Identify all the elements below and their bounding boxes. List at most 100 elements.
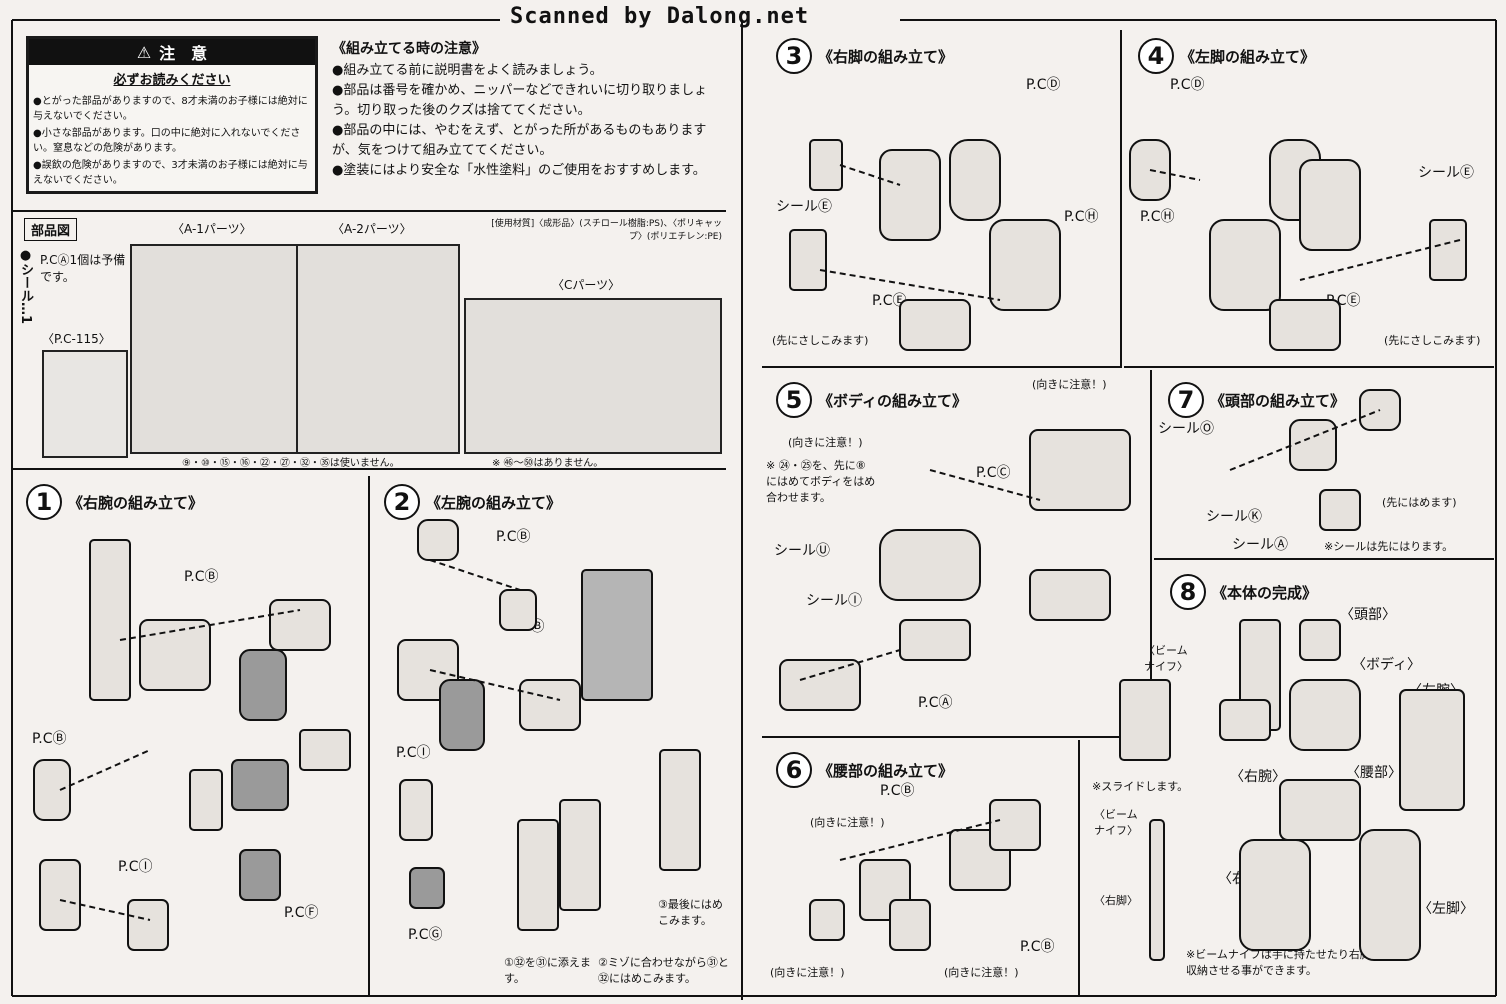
right-leg-label: 〈右脚〉 [1218, 871, 1274, 887]
section-8-panel: 8 《本体の完成》 〈頭部〉 〈ボディ〉 〈左腕〉 〈右腕〉 〈腰部〉 〈右脚〉… [1082, 562, 1494, 996]
warning-icon: ⚠ [136, 42, 152, 62]
c-label: 〈Cパーツ〉 [552, 278, 621, 292]
a1-label: 〈A-1パーツ〉 [172, 222, 252, 236]
notes-item: ●部品は番号を確かめ、ニッパーなどできれいに切り取りましょう。切り取った後のクズ… [332, 83, 708, 118]
step-number: 7 [1168, 382, 1204, 418]
section-title: 《右脚の組み立て》 [818, 47, 954, 66]
pc-label: P.CⒸ [976, 465, 1011, 481]
pc-label: P.CⒽ [1140, 209, 1175, 225]
notes-item: ●塗装にはより安全な「水性塗料」のご使用をおすすめします。 [332, 163, 706, 178]
step-note: ②ミゾに合わせながら㉛と㉜にはめこみます。 [598, 956, 729, 985]
step-number: 6 [776, 752, 812, 788]
section-3-panel: 3 《右脚の組み立て》 P.CⒹ P.CⒽ P.CⒺ シールⒺ (先にさしこみま… [762, 30, 1122, 368]
right-leg-label: 〈右脚〉 [1094, 894, 1138, 907]
seal-label: シールⒶ [1232, 537, 1288, 553]
step-number: 5 [776, 382, 812, 418]
pc-label: P.CⒷ [510, 619, 545, 635]
pc-label: P.CⒺ [1326, 293, 1361, 309]
caution-title: 注 意 [159, 44, 208, 63]
step-number: 3 [776, 38, 812, 74]
pc-label: P.CⒷ [496, 529, 531, 545]
section-2-panel: 2 《左腕の組み立て》 P.CⒷ P.CⒷ P.CⒾ P.CⒼ ①㉜を㉛に添えま… [372, 476, 729, 996]
caution-item: ●誤飲の危険がありますので、3才未満のお子様には絶対に与えないでください。 [33, 160, 308, 186]
section-6-panel: 6 《腰部の組み立て》 P.CⒷ P.CⒷ (向きに注意！) (向きに注意！) … [762, 740, 1080, 996]
beam-knife-label: 〈ビームナイフ〉 [1094, 808, 1138, 837]
section-title: 《本体の完成》 [1212, 583, 1318, 602]
section-4-panel: 4 《左脚の組み立て》 P.CⒹ P.CⒽ P.CⒺ シールⒺ (先にさしこみま… [1124, 30, 1494, 368]
section-5-panel: 5 《ボディの組み立て》 (向きに注意！) (向きに注意！) ※ ㉔・㉕を、先に… [762, 370, 1152, 738]
pc-label: P.CⒹ [1170, 77, 1205, 93]
caution-title-bar: ⚠ 注 意 [29, 39, 315, 65]
left-arm-label: 〈左腕〉 [1408, 683, 1464, 699]
caution-subtitle: 必ずお読みください [113, 73, 231, 88]
notes-item: ●部品の中には、やむをえず、とがった所があるものもありますが、気をつけて組み立て… [332, 123, 707, 158]
step-note: ※シールは先にはります。 [1324, 540, 1454, 553]
seal-label: シールⓀ [1206, 509, 1262, 525]
knife-note: ※ビームナイフは手に持たせたり右脚に収納させる事ができます。 [1186, 948, 1382, 977]
unused-parts-note: ⑨・⑩・⑮・⑯・㉒・㉗・㉜・㉟は使いません。 [182, 458, 400, 469]
assembly-notes: 《組み立てる時の注意》 ●組み立てる前に説明書をよく読みましょう。 ●部品は番号… [332, 38, 722, 181]
pc-label: P.CⒼ [408, 927, 443, 943]
caution-note: (向きに注意！) [944, 966, 1019, 979]
parts-map-title: 部品図 [24, 218, 78, 241]
seal-label: シールⒺ [776, 199, 832, 215]
step-note: ③最後にはめこみます。 [658, 898, 723, 927]
pc-label: P.CⒹ [1026, 77, 1061, 93]
pc-spare-note: P.CⒶ1個は予備です。 [40, 253, 126, 284]
section-title: 《頭部の組み立て》 [1210, 391, 1346, 410]
material-note: [使用材質]〈成形品〉(スチロール樹脂:PS)、〈ポリキャップ〉(ポリエチレン:… [491, 219, 722, 242]
pc-sprue [42, 350, 128, 458]
section-title: 《右腕の組み立て》 [68, 493, 204, 512]
pc-label: P.CⒷ [32, 731, 67, 747]
seal-label: シールⒾ [806, 593, 862, 609]
pc-label: P.CⒷ [880, 783, 915, 799]
missing-parts-note: ※ ㊻〜㊿はありません。 [492, 458, 604, 469]
caution-box: ⚠ 注 意 必ずお読みください ●とがった部品がありますので、8才未満のお子様に… [26, 36, 318, 194]
pc-sprue-label: 〈P.C-115〉 [42, 332, 111, 346]
head-label: 〈頭部〉 [1340, 607, 1396, 623]
slide-note: ※スライドします。 [1092, 780, 1189, 793]
seal-count: ●シール…1 [18, 248, 33, 325]
notes-item: ●組み立てる前に説明書をよく読みましょう。 [332, 63, 603, 78]
caution-note: (向きに注意！) [788, 436, 863, 449]
waist-label: 〈腰部〉 [1346, 765, 1402, 781]
body-label: 〈ボディ〉 [1352, 657, 1422, 673]
pc-label: P.CⒾ [118, 859, 153, 875]
pc-label: P.CⒾ [396, 745, 431, 761]
seal-label: シールⓄ [1158, 421, 1214, 437]
a2-label: 〈A-2パーツ〉 [332, 222, 412, 236]
left-leg-label: 〈左脚〉 [1418, 901, 1474, 917]
pc-label: P.CⒶ [918, 695, 953, 711]
step-note: (先にはめます) [1382, 496, 1457, 509]
step-note: ①㉜を㉛に添えます。 [504, 956, 591, 985]
step-note: ※ ㉔・㉕を、先に⑧にはめてボディをはめ合わせます。 [766, 459, 876, 504]
section-title: 《左腕の組み立て》 [426, 493, 562, 512]
beam-knife-label: 〈ビームナイフ〉 [1144, 644, 1188, 673]
caution-note: (向きに注意！) [770, 966, 845, 979]
caution-item: ●とがった部品がありますので、8才未満のお子様には絶対に与えないでください。 [33, 96, 308, 122]
step-note: (先にさしこみます) [772, 334, 869, 347]
watermark: Scanned by Dalong.net [510, 4, 810, 29]
notes-title: 《組み立てる時の注意》 [332, 41, 486, 57]
step-note: (先にさしこみます) [1384, 334, 1481, 347]
step-number: 2 [384, 484, 420, 520]
step-number: 1 [26, 484, 62, 520]
pc-label: P.CⒻ [284, 905, 319, 921]
right-arm-label: 〈右腕〉 [1230, 769, 1286, 785]
section-7-panel: 7 《頭部の組み立て》 シールⓄ シールⓀ シールⒶ (先にはめます) ※シール… [1154, 370, 1494, 560]
pc-label: P.CⒺ [872, 293, 907, 309]
caution-item: ●小さな部品があります。口の中に絶対に入れないでください。窒息などの危険がありま… [33, 128, 301, 154]
seal-label: シールⒺ [1418, 165, 1474, 181]
c-sprue [464, 298, 722, 454]
step-number: 8 [1170, 574, 1206, 610]
pc-label: P.CⒷ [184, 569, 219, 585]
caution-note: (向きに注意！) [810, 816, 885, 829]
pc-label: P.CⒽ [1064, 209, 1099, 225]
section-title: 《左脚の組み立て》 [1180, 47, 1316, 66]
section-title: 《腰部の組み立て》 [818, 761, 954, 780]
section-1-panel: 1 《右腕の組み立て》 P.CⒷ P.CⒷ P.CⒾ P.CⒻ [14, 476, 370, 996]
seal-label: シールⓊ [774, 543, 830, 559]
parts-map-panel: 部品図 ●シール…1 P.CⒶ1個は予備です。 〈P.C-115〉 〈A-1パー… [12, 210, 726, 470]
a1-sprue [130, 244, 302, 454]
pc-label: P.CⒷ [1020, 939, 1055, 955]
